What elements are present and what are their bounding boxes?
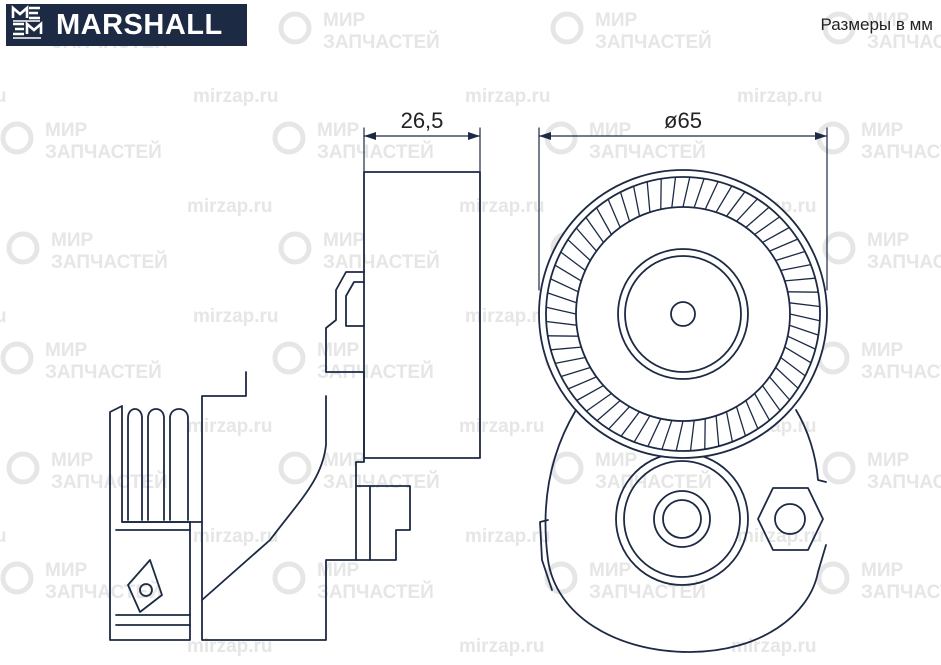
pulley-rib bbox=[596, 399, 621, 422]
pulley-rib bbox=[775, 366, 799, 389]
pulley-rib bbox=[745, 399, 759, 430]
front-view bbox=[538, 127, 828, 653]
pulley-rib bbox=[735, 406, 747, 437]
pulley-rib bbox=[682, 176, 691, 208]
pulley-rib bbox=[560, 251, 586, 272]
pulley-rib bbox=[646, 181, 651, 213]
pulley-rib bbox=[607, 198, 621, 229]
arm-contour bbox=[201, 395, 327, 601]
spring-coil-1 bbox=[127, 408, 143, 521]
pulley-rib bbox=[545, 306, 577, 315]
pulley-rib bbox=[780, 263, 812, 272]
pulley-rib bbox=[567, 239, 591, 262]
pivot-bore bbox=[662, 499, 702, 539]
shaft bbox=[355, 485, 411, 561]
spring-bolt bbox=[127, 559, 163, 613]
pulley-rib bbox=[632, 185, 641, 217]
pulley-rib bbox=[545, 320, 578, 326]
pulley-outer bbox=[538, 169, 828, 459]
pulley-rib bbox=[585, 216, 605, 244]
arm-block bbox=[201, 371, 365, 641]
pulley-rib bbox=[787, 335, 817, 350]
pulley-rib bbox=[784, 346, 812, 364]
pulley-hub-inner bbox=[624, 255, 742, 373]
spring-bolt-hole bbox=[139, 583, 153, 597]
pulley-rib bbox=[554, 264, 582, 282]
dim-arrow-right bbox=[468, 132, 480, 140]
pulley-hub bbox=[617, 248, 749, 380]
pulley-rib bbox=[567, 376, 598, 390]
pivot-outer bbox=[615, 452, 749, 586]
dim-arrow-left bbox=[364, 132, 376, 140]
pulley-rib bbox=[620, 411, 641, 437]
pulley-rib bbox=[788, 324, 820, 336]
pulley-rib bbox=[715, 415, 720, 447]
tensioner-arm bbox=[544, 409, 827, 653]
dim-arrow-left-d bbox=[539, 132, 551, 140]
pulley-rib bbox=[647, 418, 662, 448]
brand-mark-icon bbox=[11, 5, 43, 39]
side-view bbox=[109, 127, 481, 641]
pulley-rib bbox=[775, 250, 806, 262]
brand-logo: MARSHALL bbox=[6, 4, 247, 46]
pivot-ring bbox=[623, 460, 741, 578]
pulley-rib bbox=[761, 226, 790, 244]
pulley-rib bbox=[780, 356, 806, 377]
units-note: Размеры в мм bbox=[820, 15, 933, 34]
pivot-boss bbox=[653, 490, 711, 548]
pulley-rib bbox=[768, 376, 791, 401]
pulley-rib bbox=[554, 356, 586, 365]
dim-label-diameter: ø65 bbox=[664, 108, 702, 133]
pulley-rib bbox=[693, 177, 705, 209]
pulley-rib bbox=[661, 419, 673, 451]
pulley-rib bbox=[725, 191, 746, 217]
hex-nut-bore bbox=[774, 503, 806, 535]
spring-coil-3 bbox=[169, 408, 189, 521]
pulley-rib bbox=[761, 384, 781, 412]
pulley-rib bbox=[715, 185, 733, 213]
pulley-rib bbox=[789, 313, 821, 322]
pulley-rib bbox=[704, 180, 719, 210]
pulley-rib bbox=[633, 415, 651, 443]
spring-coil-2 bbox=[147, 408, 165, 521]
bracket-upper bbox=[325, 271, 365, 373]
pulley-bore bbox=[670, 301, 696, 327]
pulley-ribs bbox=[545, 176, 821, 452]
pulley-rib bbox=[768, 238, 799, 252]
pulley-rib bbox=[725, 411, 734, 443]
bracket-inner bbox=[345, 281, 365, 327]
pulley-rim bbox=[545, 176, 821, 452]
arm-left-flange bbox=[539, 519, 553, 591]
pulley-rib bbox=[575, 227, 598, 252]
pulley-rib bbox=[595, 207, 613, 236]
pulley-rib bbox=[671, 176, 677, 209]
pulley-rib bbox=[735, 198, 758, 222]
pulley-rib bbox=[608, 406, 631, 430]
dim-label-width: 26,5 bbox=[401, 108, 444, 133]
pulley-side bbox=[363, 171, 481, 459]
pulley-rib bbox=[753, 216, 781, 236]
pulley-rib bbox=[784, 277, 816, 282]
pulley-rib bbox=[549, 278, 579, 293]
pulley-rib bbox=[550, 346, 582, 351]
pulley-rib bbox=[619, 191, 631, 222]
brand-name: MARSHALL bbox=[56, 8, 223, 41]
hex-nut bbox=[757, 487, 824, 551]
pulley-rib bbox=[753, 392, 771, 421]
pulley-rib bbox=[788, 302, 821, 308]
dim-arrow-right-d bbox=[815, 132, 827, 140]
pulley-rib bbox=[675, 420, 684, 452]
pulley-rib bbox=[745, 206, 770, 229]
pulley-rib bbox=[689, 419, 695, 452]
pulley-rib bbox=[576, 384, 605, 402]
pulley-rib bbox=[560, 366, 591, 378]
pulley-rib bbox=[546, 292, 578, 304]
pulley-rib bbox=[585, 392, 613, 412]
